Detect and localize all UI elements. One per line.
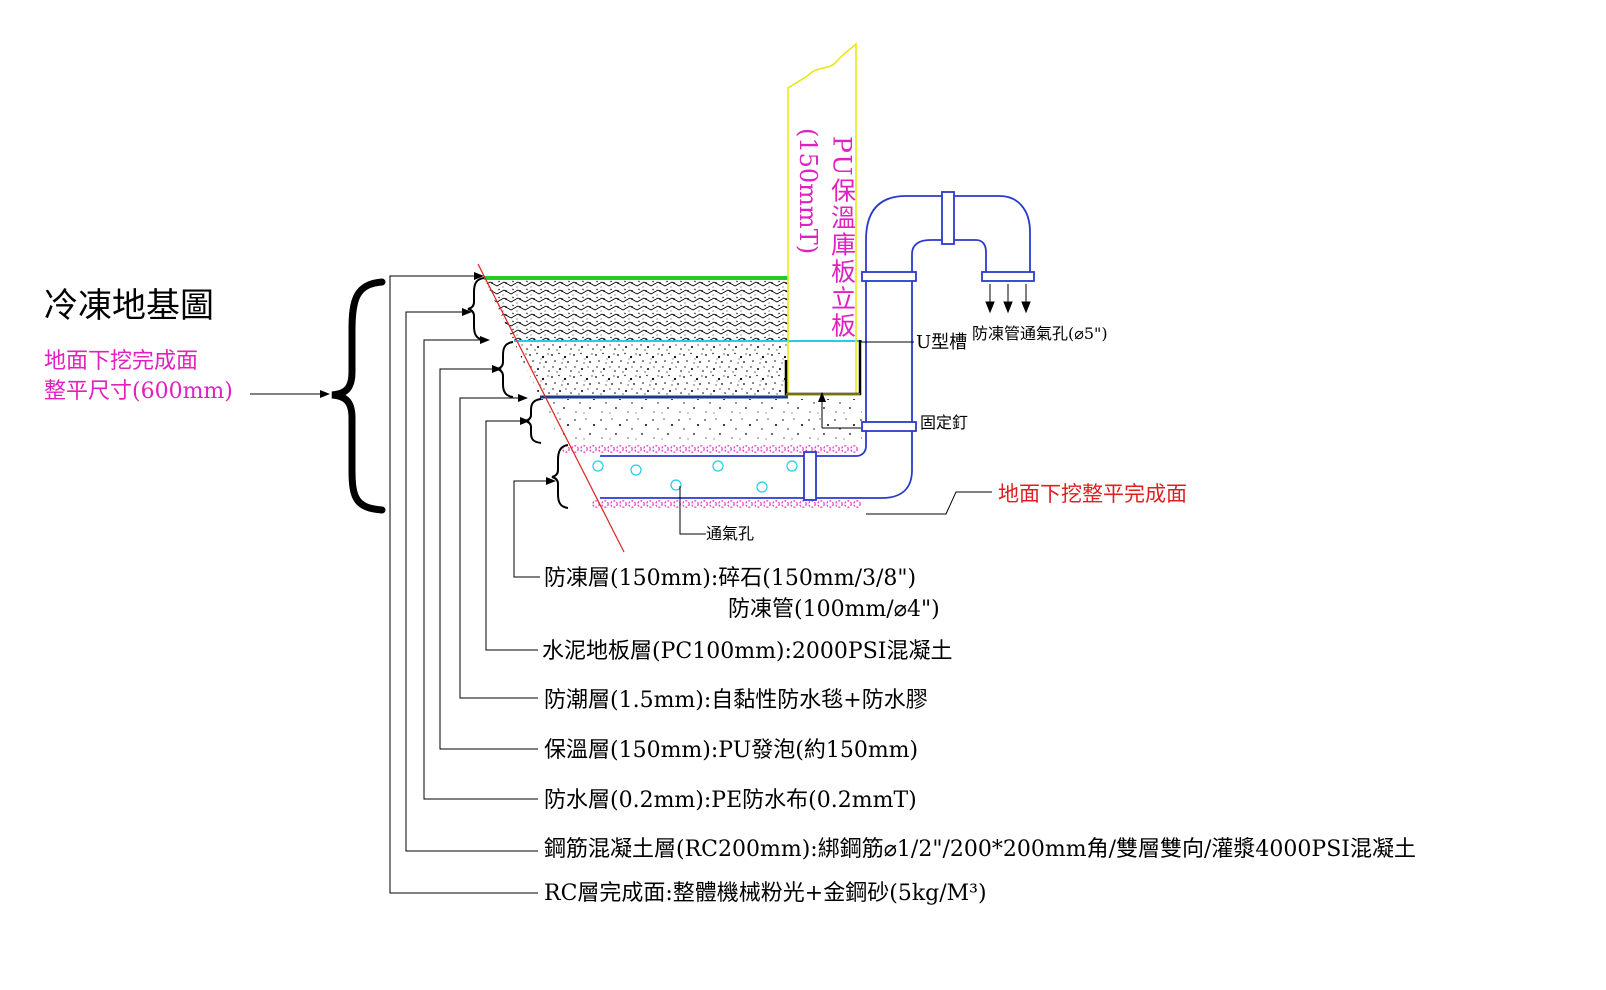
pu-panel bbox=[787, 42, 857, 395]
note-line-2: 整平尺寸(600mm) bbox=[44, 379, 233, 404]
vent-hole-label: 通氣孔 bbox=[706, 524, 754, 543]
vent-hole-5-label: 防凍管通氣孔(⌀5") bbox=[972, 324, 1108, 343]
panel-label-line1: PU保溫庫板立板 bbox=[828, 136, 857, 339]
layer-insulation: 保溫層(150mm):PU發泡(約150mm) bbox=[544, 738, 918, 763]
panel-label-line2: (150mmT) bbox=[794, 128, 822, 254]
fixing-nail-label: 固定釘 bbox=[920, 413, 968, 432]
note-leader bbox=[250, 390, 330, 398]
layer-rc: 鋼筋混凝土層(RC200mm):綁鋼筋⌀1/2"/200*200mm角/雙層雙向… bbox=[544, 837, 1416, 862]
u-channel-label: U型槽 bbox=[916, 332, 967, 353]
vent-outlet-arrows bbox=[985, 284, 1031, 314]
layer-rc-finish: RC層完成面:整體機械粉光+金鋼砂(5kg/M³) bbox=[544, 881, 987, 906]
ground-finish-label: 地面下挖整平完成面 bbox=[998, 482, 1187, 506]
layer-waterproof: 防水層(0.2mm):PE防水布(0.2mmT) bbox=[544, 788, 917, 813]
layer-moisture-barrier: 防潮層(1.5mm):自黏性防水毯+防水膠 bbox=[544, 688, 928, 713]
layer-leaders bbox=[389, 275, 550, 894]
layer-bands bbox=[484, 278, 866, 508]
callout-leaders bbox=[679, 341, 992, 535]
diagram-title: 冷凍地基圖 bbox=[44, 286, 214, 326]
layer-antifreeze: 防凍層(150mm):碎石(150mm/3/8") bbox=[544, 566, 916, 591]
note-line-1: 地面下挖完成面 bbox=[44, 349, 198, 374]
vent-pipe bbox=[600, 191, 1035, 501]
big-brace bbox=[331, 278, 386, 514]
excavation-slope-line bbox=[477, 263, 625, 553]
layer-antifreeze-pipe: 防凍管(100mm/⌀4") bbox=[728, 597, 940, 622]
layer-concrete-floor: 水泥地板層(PC100mm):2000PSI混凝土 bbox=[542, 639, 952, 664]
layer-leader-arrows bbox=[462, 272, 556, 485]
u-channel bbox=[784, 340, 862, 396]
